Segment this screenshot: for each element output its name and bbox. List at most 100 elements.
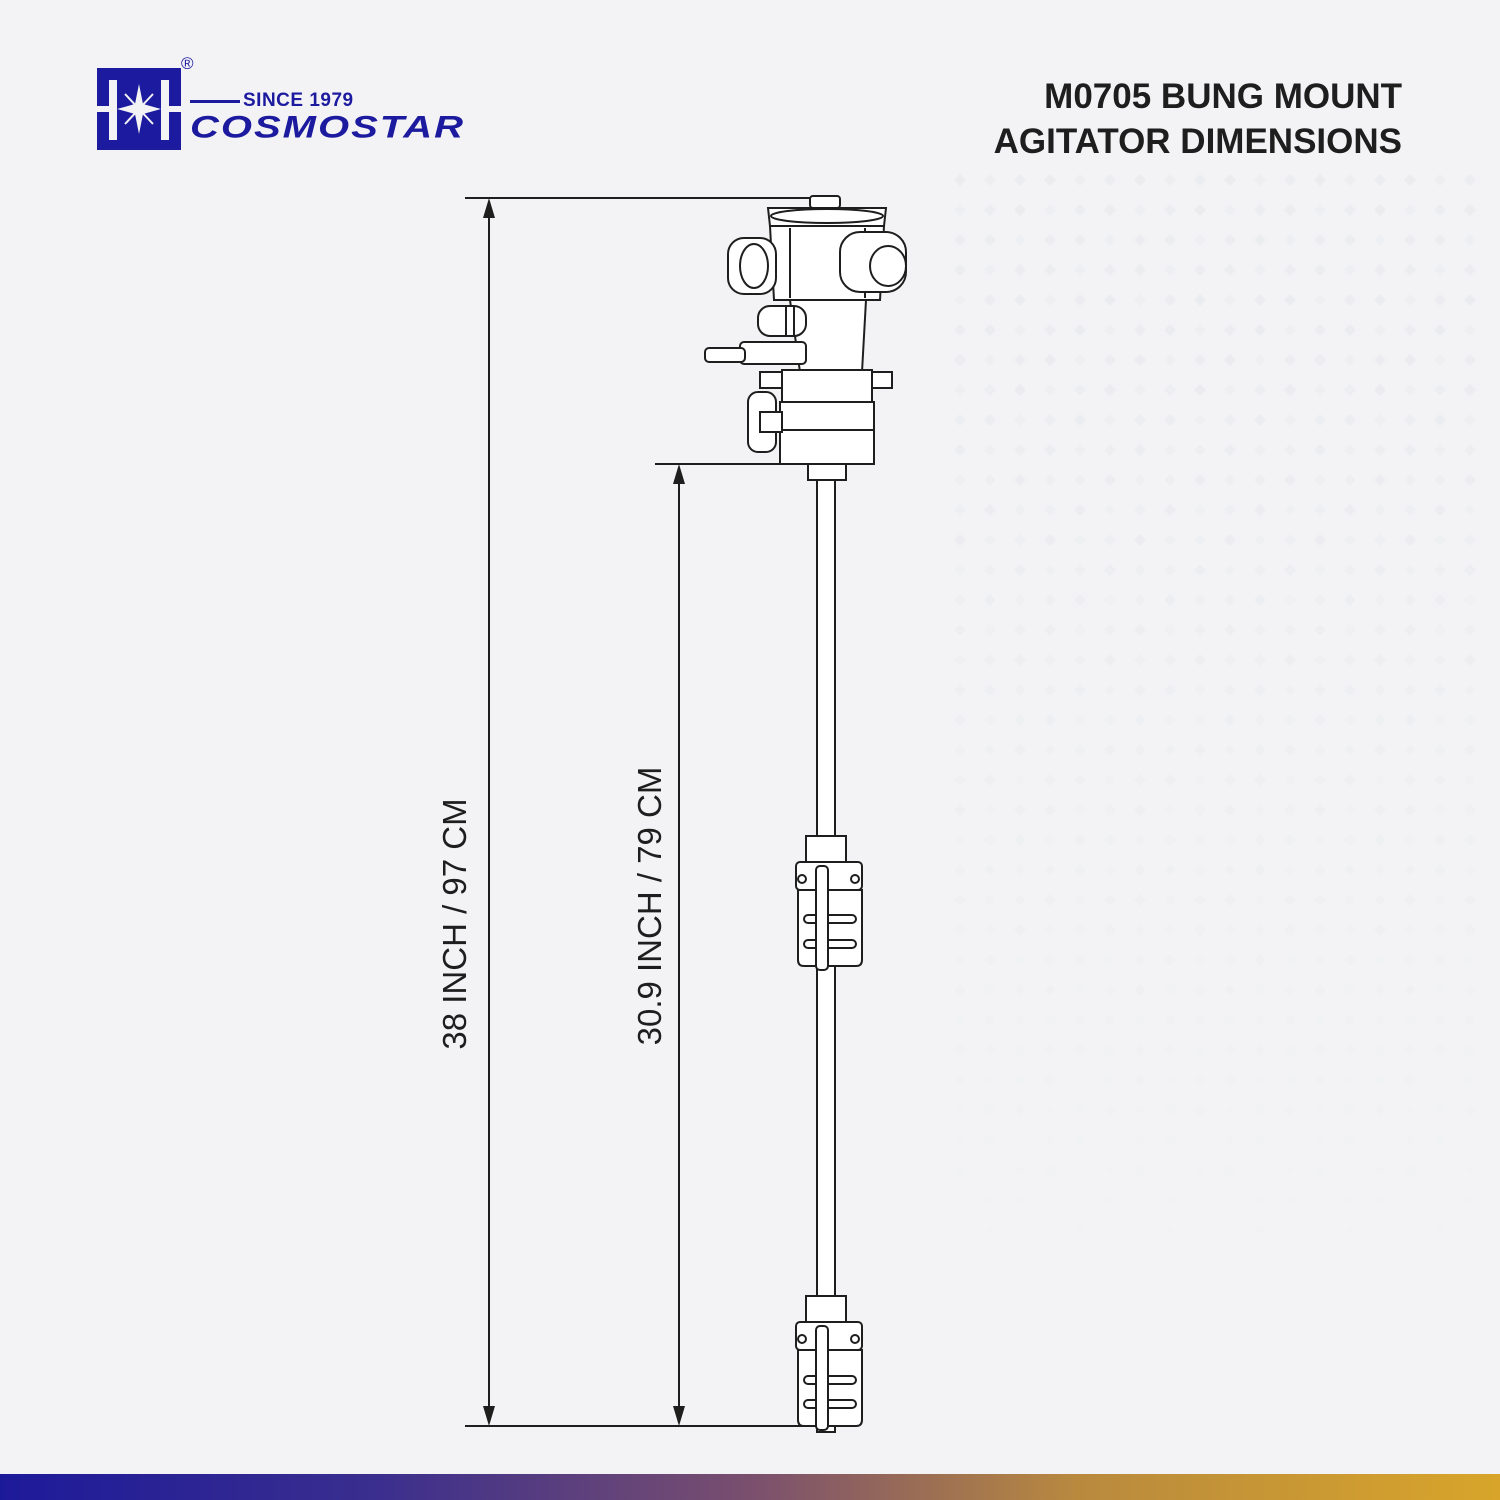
- pattern-diamond: [1314, 324, 1326, 336]
- pattern-diamond: [1044, 234, 1056, 246]
- overall-arrow-top: [483, 198, 495, 218]
- pattern-diamond: [1044, 534, 1056, 546]
- pattern-diamond: [1044, 354, 1056, 366]
- blade-fin: [815, 1325, 829, 1431]
- pattern-diamond: [1014, 174, 1026, 186]
- pattern-diamond: [1194, 414, 1206, 426]
- pattern-diamond: [1434, 504, 1446, 516]
- title-line-2: AGITATOR DIMENSIONS: [993, 122, 1402, 161]
- bottom-gradient-bar: [0, 1474, 1500, 1500]
- pattern-diamond: [1224, 204, 1236, 216]
- pattern-diamond: [1434, 264, 1446, 276]
- pattern-diamond: [1044, 804, 1056, 816]
- blade-slot: [803, 1399, 857, 1409]
- registered-mark: ®: [181, 54, 194, 73]
- pattern-diamond: [1104, 654, 1116, 666]
- pattern-diamond: [1314, 594, 1326, 606]
- pattern-diamond: [984, 264, 996, 276]
- pattern-diamond: [1134, 324, 1146, 336]
- pattern-diamond: [1404, 594, 1416, 606]
- pattern-diamond: [1104, 324, 1116, 336]
- pattern-diamond: [1134, 294, 1146, 306]
- pattern-diamond: [984, 594, 996, 606]
- pattern-diamond: [1104, 294, 1116, 306]
- pattern-diamond: [1254, 564, 1266, 576]
- pattern-diamond: [1434, 204, 1446, 216]
- pattern-diamond: [1404, 354, 1416, 366]
- pattern-diamond: [1104, 204, 1116, 216]
- pattern-diamond: [1344, 354, 1356, 366]
- pattern-diamond: [1254, 594, 1266, 606]
- pattern-diamond: [1224, 384, 1236, 396]
- shaft-middle: [816, 965, 836, 1297]
- pattern-diamond: [954, 204, 966, 216]
- pattern-diamond: [1404, 174, 1416, 186]
- pattern-diamond: [984, 774, 996, 786]
- pattern-diamond: [1314, 624, 1326, 636]
- pattern-diamond: [1344, 684, 1356, 696]
- pattern-diamond: [1134, 504, 1146, 516]
- pattern-diamond: [1014, 744, 1026, 756]
- pattern-diamond: [1254, 324, 1266, 336]
- pattern-diamond: [1314, 714, 1326, 726]
- pattern-diamond: [1314, 294, 1326, 306]
- pattern-diamond: [1194, 204, 1206, 216]
- pattern-diamond: [1044, 504, 1056, 516]
- clamp-bolt: [797, 874, 807, 884]
- pattern-diamond: [1224, 444, 1236, 456]
- pattern-diamond: [1014, 384, 1026, 396]
- pattern-diamond: [1194, 174, 1206, 186]
- pattern-diamond: [1464, 174, 1476, 186]
- pattern-diamond: [1014, 264, 1026, 276]
- pattern-diamond: [1224, 504, 1236, 516]
- clamp-bolt: [850, 1334, 860, 1344]
- blade-fin: [815, 865, 829, 971]
- mount-collar: [781, 369, 873, 403]
- pattern-diamond: [1464, 264, 1476, 276]
- pattern-diamond: [1404, 294, 1416, 306]
- overall-arrow-bottom: [483, 1406, 495, 1426]
- pattern-diamond: [1284, 174, 1296, 186]
- impeller-blade: [797, 1349, 863, 1427]
- pattern-diamond: [954, 384, 966, 396]
- pattern-diamond: [1344, 504, 1356, 516]
- pattern-diamond: [1344, 774, 1356, 786]
- pattern-diamond: [1464, 624, 1476, 636]
- pattern-diamond: [984, 354, 996, 366]
- motor-cap: [809, 195, 841, 209]
- pattern-diamond: [1254, 774, 1266, 786]
- pattern-diamond: [954, 504, 966, 516]
- pattern-diamond: [1224, 324, 1236, 336]
- pattern-diamond: [1434, 594, 1446, 606]
- pattern-diamond: [1284, 564, 1296, 576]
- pattern-diamond: [954, 324, 966, 336]
- pattern-diamond: [1044, 624, 1056, 636]
- pattern-diamond: [1134, 714, 1146, 726]
- pattern-diamond: [954, 594, 966, 606]
- pattern-diamond: [984, 414, 996, 426]
- pattern-diamond: [1314, 804, 1326, 816]
- pattern-diamond: [1314, 504, 1326, 516]
- lock-knob-stem: [759, 411, 783, 433]
- shaft-dimension-label: 30.9 INCH / 79 CM: [631, 766, 668, 1046]
- pattern-diamond: [1344, 564, 1356, 576]
- pattern-diamond: [1224, 534, 1236, 546]
- pattern-diamond: [1104, 744, 1116, 756]
- pattern-diamond: [1224, 264, 1236, 276]
- pattern-diamond: [1014, 204, 1026, 216]
- pattern-diamond: [1104, 564, 1116, 576]
- pattern-diamond: [1374, 564, 1386, 576]
- pattern-diamond: [984, 564, 996, 576]
- pattern-diamond: [1194, 294, 1206, 306]
- pattern-diamond: [984, 654, 996, 666]
- pattern-diamond: [1074, 204, 1086, 216]
- pattern-diamond: [1434, 174, 1446, 186]
- pattern-diamond: [1374, 624, 1386, 636]
- pattern-diamond: [1464, 564, 1476, 576]
- pattern-diamond: [1284, 294, 1296, 306]
- pattern-diamond: [1134, 264, 1146, 276]
- pattern-diamond: [1314, 444, 1326, 456]
- motor-top-ellipse: [770, 208, 884, 224]
- pattern-diamond: [1344, 174, 1356, 186]
- pattern-diamond: [1284, 534, 1296, 546]
